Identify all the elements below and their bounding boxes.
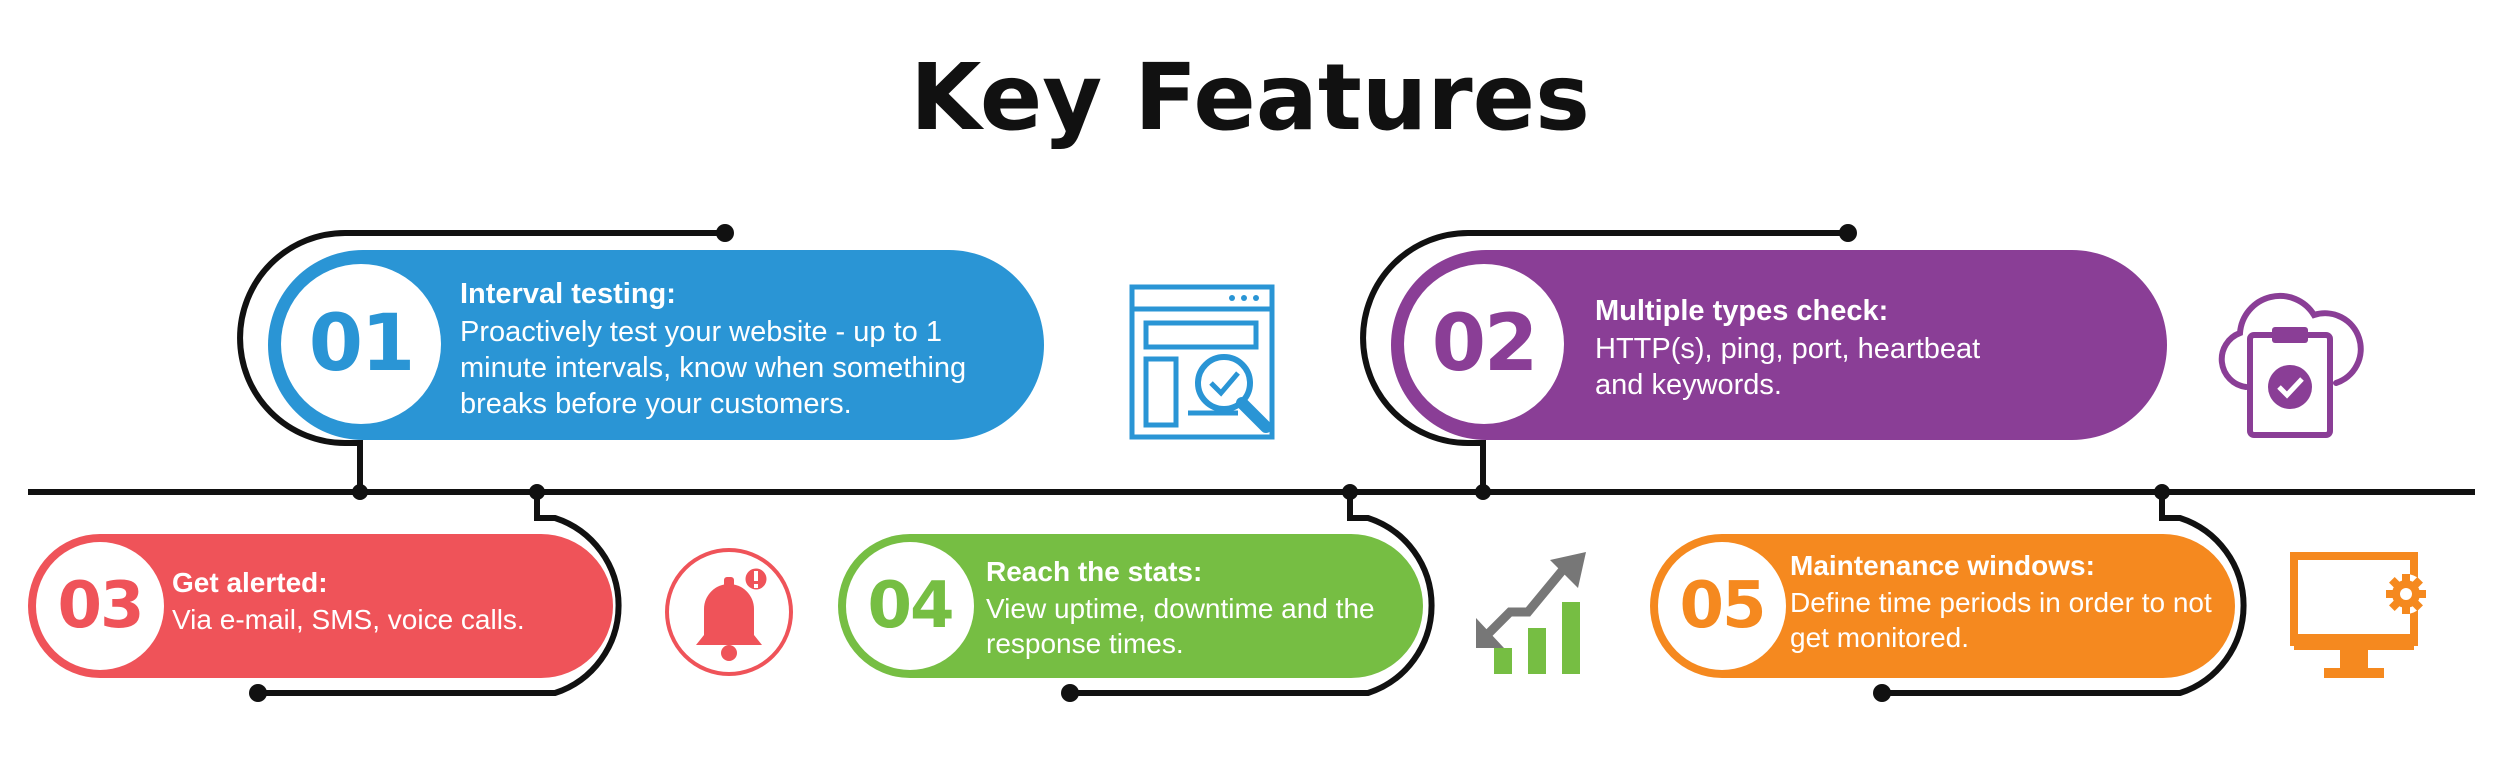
connector-01 bbox=[237, 230, 725, 492]
feature-02-heading: Multiple types check: bbox=[1595, 295, 1889, 327]
connector-02 bbox=[1360, 230, 1848, 492]
feature-03-heading: Get alerted: bbox=[172, 567, 328, 598]
feature-04-number: 04 bbox=[846, 542, 974, 670]
feature-04-text: Reach the stats: View uptime, downtime a… bbox=[986, 556, 1416, 661]
feature-02-number: 02 bbox=[1404, 264, 1564, 424]
monitor-gear-icon bbox=[2288, 548, 2428, 693]
feature-03-text: Get alerted: Via e-mail, SMS, voice call… bbox=[172, 567, 602, 638]
feature-01-text: Interval testing: Proactively test your … bbox=[460, 278, 1020, 423]
bell-alert-icon bbox=[664, 547, 794, 682]
feature-04-heading: Reach the stats: bbox=[986, 556, 1203, 587]
feature-05-text: Maintenance windows: Define time periods… bbox=[1790, 550, 2230, 655]
feature-02-description: HTTP(s), ping, port, heartbeat and keywo… bbox=[1595, 333, 1981, 401]
feature-02-text: Multiple types check: HTTP(s), ping, por… bbox=[1595, 295, 2135, 404]
cloud-clipboard-check-icon bbox=[2210, 275, 2370, 450]
feature-01-number: 01 bbox=[281, 264, 441, 424]
website-search-icon bbox=[1128, 283, 1300, 448]
feature-01-heading: Interval testing: bbox=[460, 278, 676, 310]
page-title: Key Features bbox=[910, 44, 1590, 151]
connector-04 bbox=[1070, 492, 1435, 696]
feature-03-description: Via e-mail, SMS, voice calls. bbox=[172, 604, 525, 635]
growth-chart-icon bbox=[1474, 548, 1604, 683]
feature-05-number: 05 bbox=[1658, 542, 1786, 670]
feature-05-description: Define time periods in order to not get … bbox=[1790, 587, 2212, 653]
feature-04-description: View uptime, downtime and the response t… bbox=[986, 593, 1375, 659]
connector-03 bbox=[258, 492, 622, 696]
feature-03-number: 03 bbox=[36, 542, 164, 670]
feature-01-description: Proactively test your website - up to 1 … bbox=[460, 316, 967, 420]
connector-05 bbox=[1882, 492, 2247, 696]
feature-05-heading: Maintenance windows: bbox=[1790, 550, 2095, 581]
